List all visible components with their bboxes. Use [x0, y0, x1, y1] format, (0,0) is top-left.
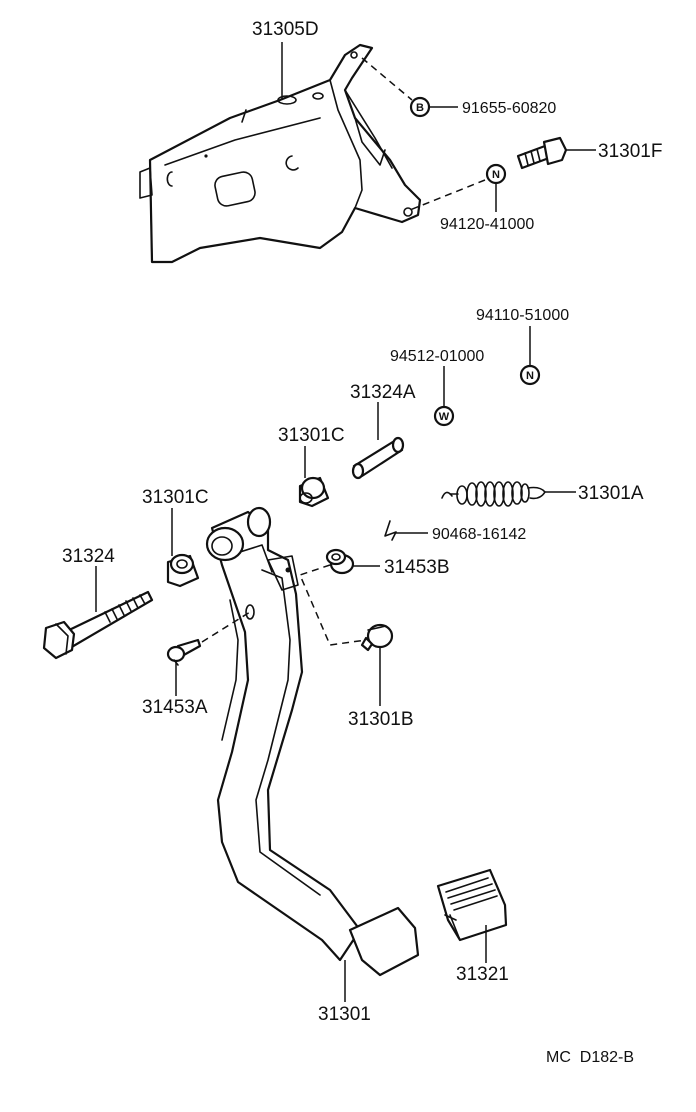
label-stopper: 31301B — [348, 709, 414, 730]
label-pivot-bolt: 31324 — [62, 546, 115, 567]
washer-symbol-letter: W — [439, 411, 450, 423]
pedal-bracket — [139, 43, 422, 264]
label-pad: 31321 — [456, 964, 509, 985]
label-nut-mid: 94110-51000 — [476, 307, 569, 324]
nut-symbol-mid: N — [519, 364, 541, 386]
part-labels: 31305D 91655-60820 31301F 94120-41000 94… — [62, 19, 662, 1066]
pedal-stopper — [360, 623, 394, 652]
label-bolt-b: 91655-60820 — [462, 100, 556, 117]
assembly-dashed-lines — [201, 57, 486, 646]
diagram-reference: MC D182-B — [546, 1049, 634, 1066]
nut-symbol-top: N — [485, 163, 507, 185]
pivot-bolt — [42, 590, 154, 660]
nut-symbol-mid-letter: N — [526, 370, 534, 382]
pedal-foot-plate — [348, 906, 420, 977]
label-spring: 31301A — [578, 483, 644, 504]
label-bracket: 31305D — [252, 19, 319, 40]
bushing-right — [325, 548, 355, 575]
label-bushing-upper: 31301C — [278, 425, 345, 446]
label-bushing-left: 31301C — [142, 487, 209, 508]
clevis-pin — [166, 638, 202, 666]
bracket-bolt — [516, 136, 568, 170]
nut-symbol-top-letter: N — [492, 169, 500, 181]
label-washer: 94512-01000 — [390, 348, 484, 365]
pedal-arm — [205, 506, 362, 962]
label-bushing-right: 31453B — [384, 557, 450, 578]
label-clip: 90468-16142 — [432, 526, 526, 543]
label-nut-top: 94120-41000 — [440, 216, 534, 233]
label-collar: 31324A — [350, 382, 416, 403]
bushing-left — [166, 553, 200, 588]
bushing-upper — [298, 476, 330, 508]
washer-symbol: W — [433, 405, 455, 427]
retaining-clip — [384, 520, 397, 541]
label-bolt-f: 31301F — [598, 141, 662, 162]
leader-lines — [95, 42, 596, 1002]
return-spring — [441, 481, 546, 507]
pedal-pad — [436, 868, 508, 942]
label-pedal: 31301 — [318, 1004, 371, 1025]
bolt-symbol-letter: B — [416, 102, 424, 114]
bolt-symbol: B — [409, 96, 431, 118]
label-pin: 31453A — [142, 697, 208, 718]
collar — [351, 436, 405, 480]
